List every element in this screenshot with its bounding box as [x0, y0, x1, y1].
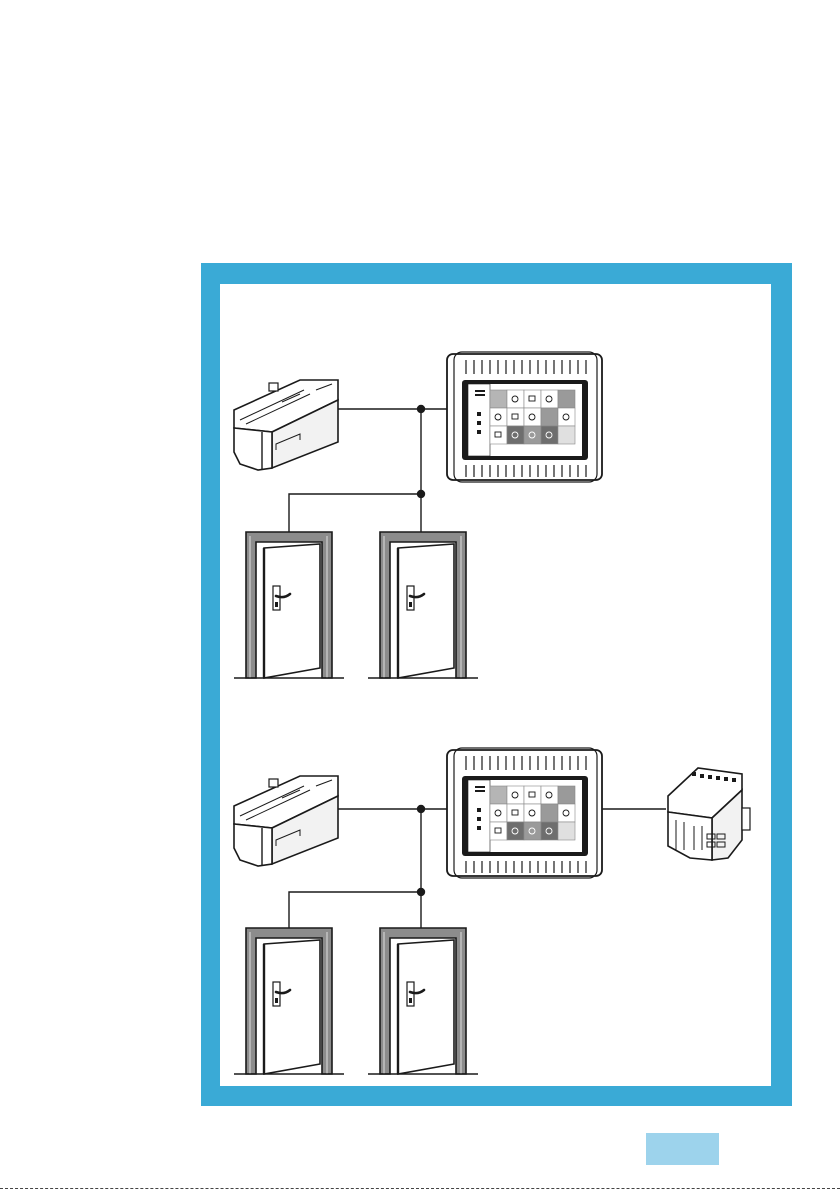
junction-dot	[417, 490, 425, 498]
din-rail-module-small	[668, 768, 750, 860]
wall-terminal-2	[447, 748, 602, 878]
junction-dot	[417, 805, 425, 813]
din-rail-module-2	[234, 776, 338, 866]
junction-dot	[417, 405, 425, 413]
door-4	[368, 928, 478, 1074]
scenario-1	[234, 352, 602, 678]
din-rail-module-1	[234, 380, 338, 470]
door-3	[234, 928, 344, 1074]
cut-line	[0, 1188, 840, 1189]
door-1	[234, 532, 344, 678]
wall-terminal-1	[447, 352, 602, 482]
door-2	[368, 532, 478, 678]
scenario-2	[234, 748, 750, 1074]
page-number-tab	[646, 1133, 719, 1165]
junction-dot	[417, 888, 425, 896]
